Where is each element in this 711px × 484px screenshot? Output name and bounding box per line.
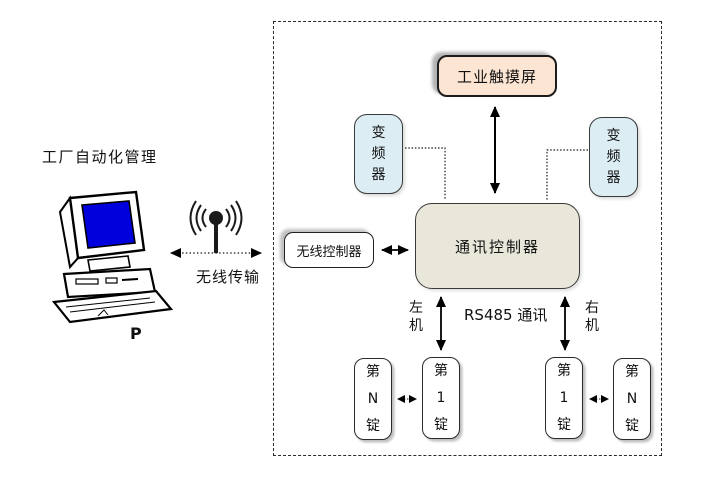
spindle-left-n-box: 第N锭 [354,358,392,440]
comm-controller-box: 通讯控制器 [415,203,580,289]
inverter-right-box: 变频器 [589,117,638,197]
spindle-right-1-label: 第1锭 [557,362,571,433]
left-machine-label: 左机 [409,300,423,334]
inverter-right-label: 变频器 [606,127,621,186]
comm-controller-label: 通讯控制器 [454,237,540,256]
industrial-touchscreen-box: 工业触摸屏 [437,55,557,97]
inverter-left-label: 变频器 [371,124,386,183]
spindle-left-1-label: 第1锭 [434,362,448,433]
rs485-comm-label: RS485 通讯 [464,306,548,324]
spindle-right-n-box: 第N锭 [613,358,651,440]
computer-name-label: P [130,324,142,343]
antenna-icon [189,200,243,253]
inverter-left-box: 变频器 [354,114,403,194]
spindle-right-1-box: 第1锭 [545,357,583,439]
wireless-controller-box: 无线控制器 [284,232,374,268]
wireless-transmission-label: 无线传输 [196,268,261,286]
spindle-left-n-label: 第N锭 [366,363,380,434]
right-machine-label: 右机 [585,300,599,334]
desktop-computer-icon [51,190,174,324]
industrial-touchscreen-label: 工业触摸屏 [456,67,537,86]
spindle-left-1-box: 第1锭 [422,357,460,439]
wireless-controller-label: 无线控制器 [296,244,362,260]
system-boundary-box [273,21,662,456]
spindle-right-n-label: 第N锭 [625,363,639,434]
factory-automation-title: 工厂自动化管理 [42,148,158,166]
computer-screen [81,200,136,249]
